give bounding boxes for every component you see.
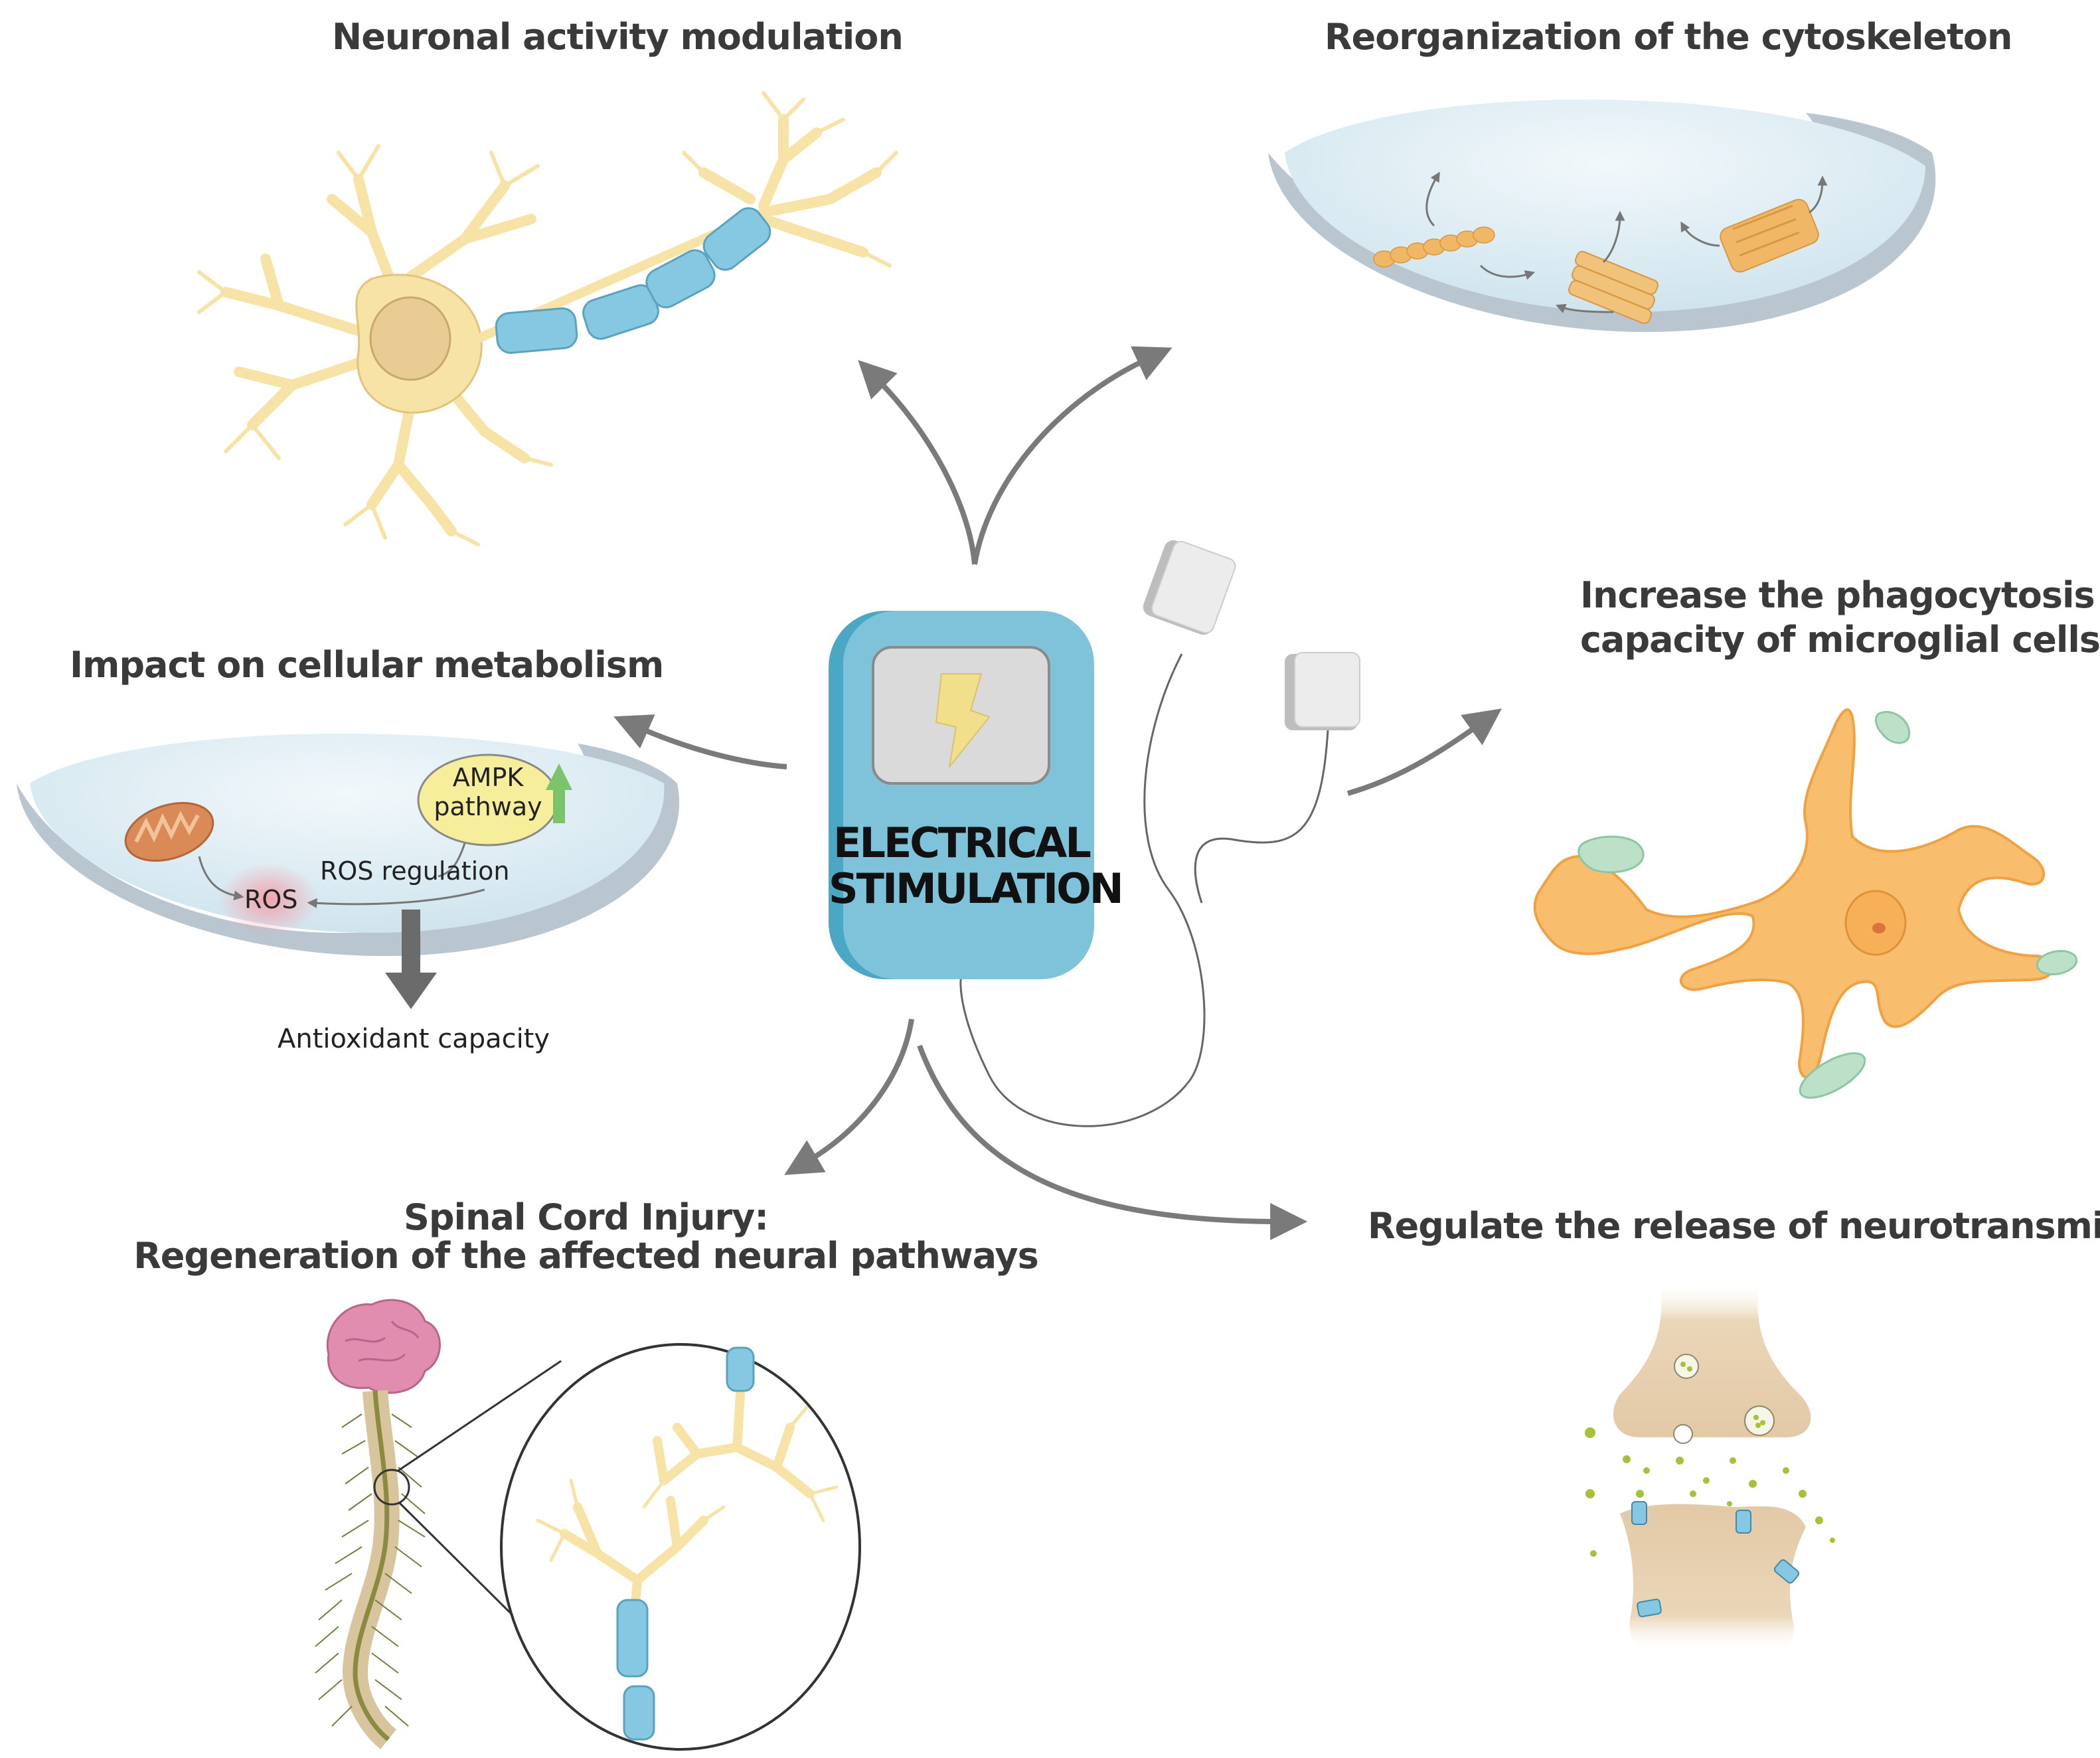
ros-regulation-label: ROS regulation	[320, 856, 510, 886]
mitochondrion-icon	[124, 802, 214, 862]
phagocytosis-title-line2: capacity of microglial cells	[1580, 619, 2100, 661]
ros-label: ROS	[244, 885, 298, 914]
synapse-illustration	[1585, 1281, 1835, 1653]
antioxidant-capacity-label: Antioxidant capacity	[278, 1024, 550, 1054]
neurotransmitters-title: Regulate the release of neurotransmitter…	[1368, 1205, 2100, 1247]
arrow-to-neurotransmitters	[917, 1044, 1308, 1240]
ros-glow	[219, 863, 319, 936]
arrow-to-spinal-cord	[784, 1018, 914, 1175]
lightning-bolt-icon	[935, 673, 991, 769]
device-label-line1: ELECTRICAL	[833, 819, 1091, 867]
up-arrow-icon	[546, 763, 572, 823]
phagocytosis-title: Increase the phagocytosis capacity of mi…	[1580, 574, 2100, 661]
brain-icon	[326, 1299, 441, 1394]
spinal-cord-title-line1: Spinal Cord Injury:	[404, 1196, 769, 1238]
ampk-label-line2: pathway	[434, 791, 542, 821]
cytoskeleton-title: Reorganization of the cytoskeleton	[1325, 16, 2012, 58]
spinal-cord-illustration	[315, 1299, 861, 1751]
arrow-to-cytoskeleton	[972, 346, 1172, 565]
stimulator-device	[829, 611, 1094, 979]
electrode-pad-1	[1143, 540, 1236, 635]
device-label-line2: STIMULATION	[829, 864, 1124, 914]
microglia-illustration	[1533, 708, 2078, 1099]
arrow-to-metabolism	[613, 714, 787, 769]
microtubule	[1720, 199, 1819, 273]
spinal-cord-title: Spinal Cord Injury: Regeneration of the …	[129, 1198, 1042, 1276]
electrode-pad-2	[1285, 652, 1360, 730]
down-arrow-icon	[385, 910, 437, 1009]
metabolism-title: Impact on cellular metabolism	[70, 644, 664, 686]
phagocytosis-title-line1: Increase the phagocytosis	[1580, 574, 2095, 616]
cytoskeleton-dish	[1268, 99, 1936, 332]
arrow-to-phagocytosis	[1346, 708, 1502, 796]
neuronal-activity-title: Neuronal activity modulation	[332, 16, 904, 58]
arrow-to-neuronal-activity	[858, 360, 977, 565]
metabolism-dish	[17, 734, 680, 1009]
ampk-label-line1: AMPK	[452, 763, 524, 792]
spinal-cord-title-line2: Regeneration of the affected neural path…	[133, 1235, 1039, 1277]
neuron-illustration	[197, 91, 898, 546]
effect-arrows	[613, 346, 1502, 1240]
intermediate-filament	[1568, 250, 1658, 325]
device-label: ELECTRICAL STIMULATION	[829, 819, 1124, 914]
actin-filament	[1373, 226, 1495, 268]
electrode-wire-1	[959, 653, 1206, 1127]
ampk-label: AMPK pathway	[425, 763, 551, 821]
electrodes	[959, 540, 1360, 1127]
electrode-wire-2	[1194, 730, 1329, 904]
